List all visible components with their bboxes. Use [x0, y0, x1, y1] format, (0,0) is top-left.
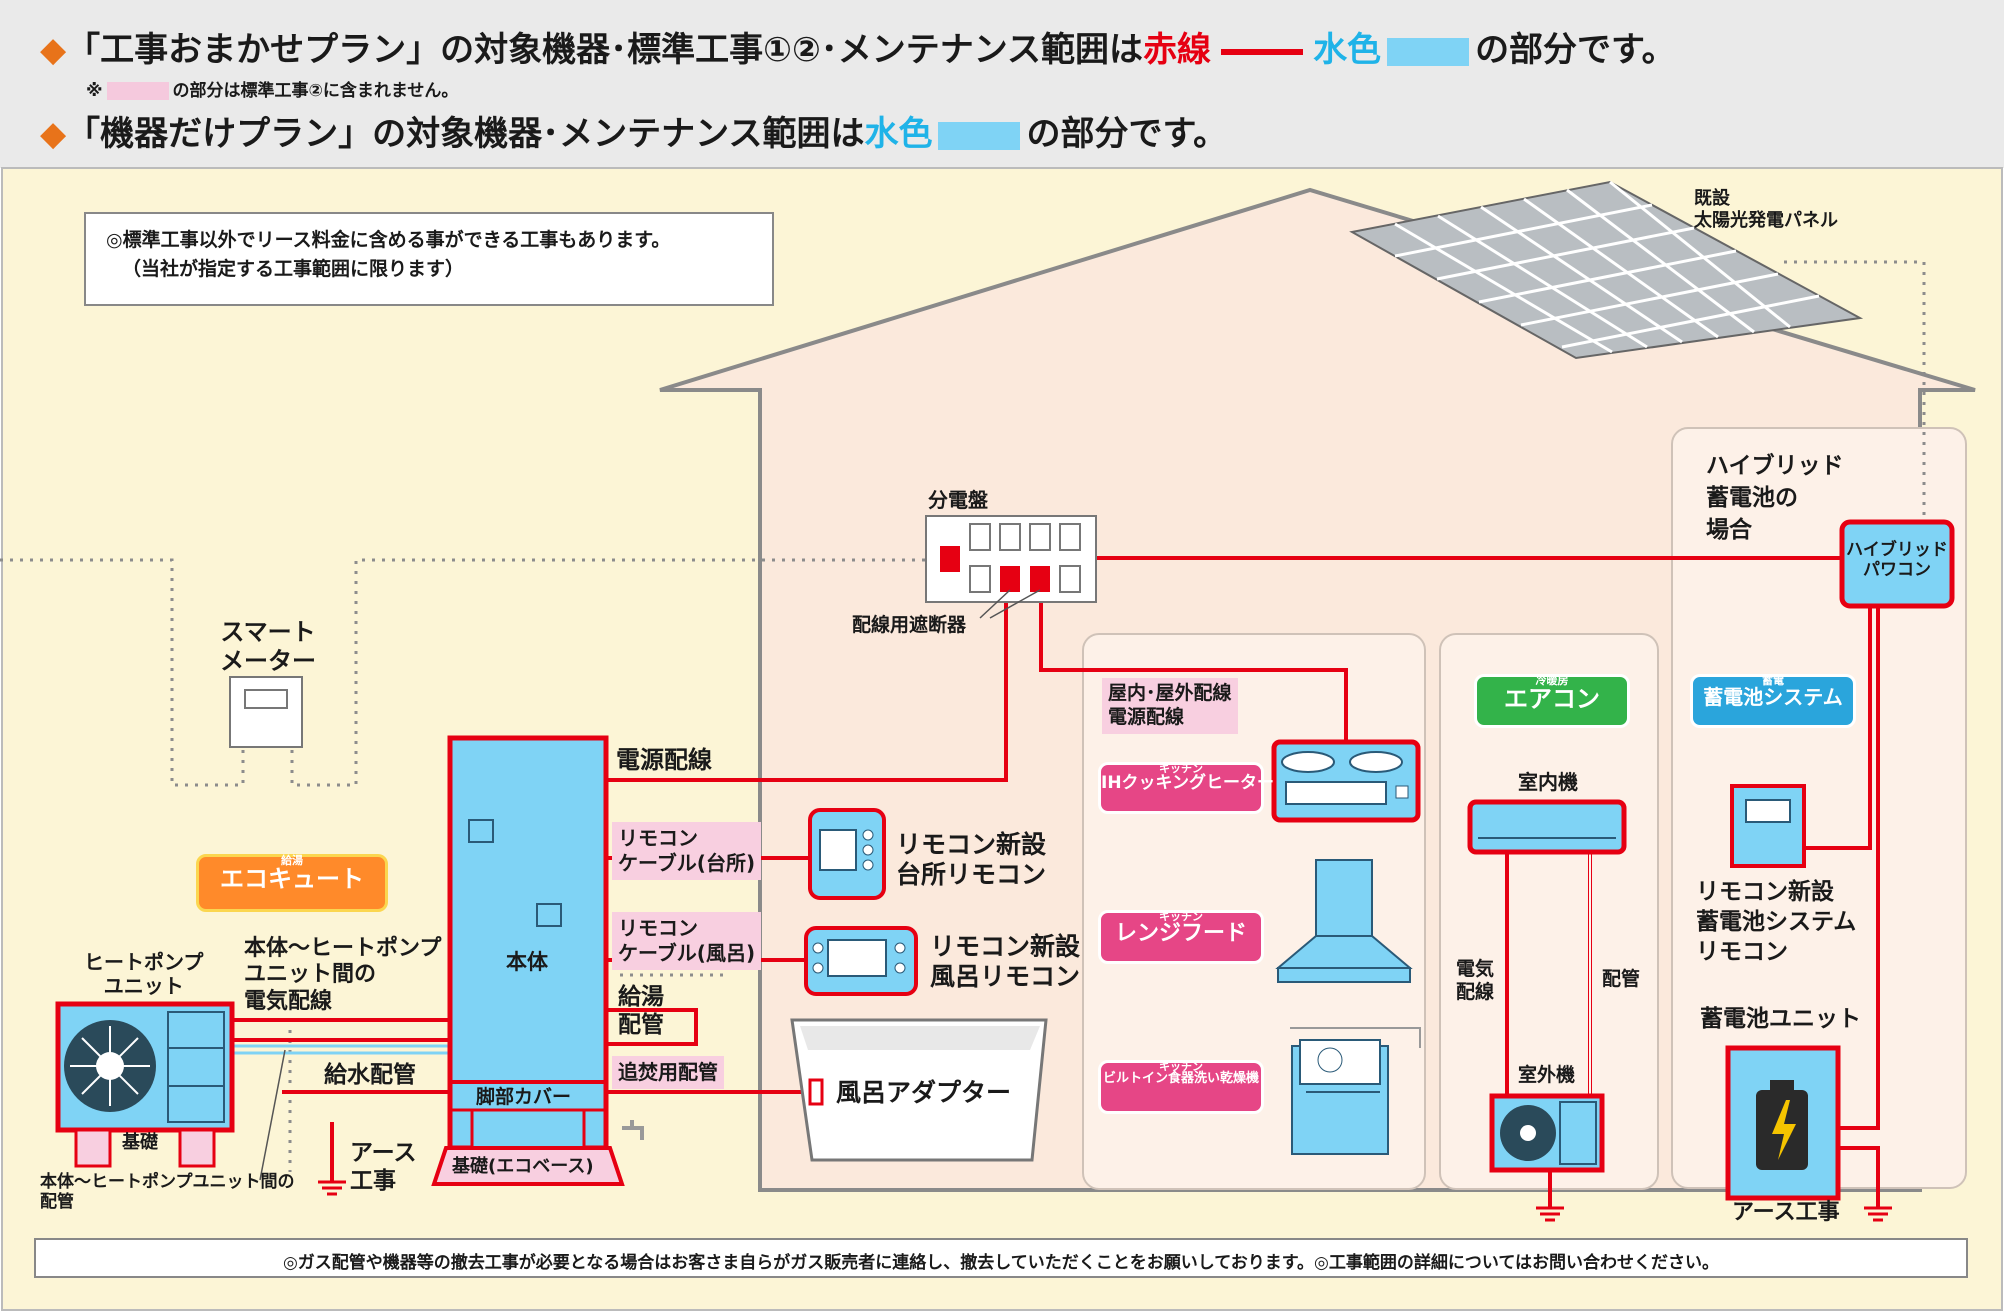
ecocute-body [431, 735, 644, 1186]
hybrid-pcs-box [1839, 519, 1955, 609]
dishwasher-badge: キッチンビルトイン食器洗い乾燥機 [1098, 1060, 1264, 1114]
indoor-outdoor-wiring-label: 屋内･屋外配線 電源配線 [1102, 678, 1238, 734]
reheat-pipe-label: 追焚用配管 [612, 1056, 724, 1089]
range-hood [1275, 859, 1413, 983]
outdoor-unit-label: 室外機 [1518, 1064, 1576, 1086]
badge-small-text: キッチン [1159, 1060, 1203, 1073]
earth-symbols [318, 1180, 1892, 1222]
dotted-lines [0, 260, 1926, 1172]
foot-cover-label: 脚部カバー [476, 1086, 572, 1108]
battery-unit-label: 蓄電池ユニット [1700, 1006, 1861, 1032]
water-supply-label: 給水配管 [324, 1062, 416, 1088]
cyan-swatch [938, 121, 1021, 150]
bottom-note-text: ◎ガス配管や機器等の撤去工事が必要となる場合はお客さま自らがガス販売者に連絡し、… [282, 1253, 1720, 1273]
header-line-1-end: の部分です。 [1475, 30, 1676, 70]
top-note-line-2: （当社が指定する工事範囲に限ります） [122, 257, 465, 280]
badge-text: ビルトイン食器洗い乾燥機 [1102, 1071, 1259, 1086]
red-line-swatch [1221, 48, 1304, 55]
dishwasher [1290, 1027, 1421, 1155]
panel-label: 分電盤 [928, 488, 988, 512]
badge-small-text: キッチン [1159, 762, 1203, 775]
note-mark: ※ [86, 81, 103, 101]
ac-outdoor-unit [1489, 1093, 1605, 1173]
kitchen-remocon [808, 808, 886, 900]
red-wiring [232, 556, 1880, 1208]
kitchen-remocon-label: リモコン新設 台所リモコン [896, 830, 1047, 889]
bath-cable-label: リモコン ケーブル(風呂) [612, 912, 762, 970]
distribution-board [925, 515, 1097, 603]
hybrid-pcs-label: ハイブリッド パワコン [1846, 540, 1948, 581]
header-line-1-text: の対象機器･標準工事①②･メンテナンス範囲は [440, 30, 1144, 70]
diamond-icon: ◆ [40, 30, 67, 70]
pink-swatch [106, 82, 169, 100]
indoor-unit-label: 室内機 [1518, 770, 1578, 794]
diamond-icon: ◆ [40, 114, 67, 154]
ih-heater [1271, 739, 1421, 823]
power-wiring-label: 電源配線 [616, 746, 712, 774]
cyan-swatch [1387, 37, 1470, 66]
badge-text: レンジフード [1114, 921, 1247, 946]
earth-work-right-label: アース工事 [1732, 1200, 1840, 1225]
ecocute-badge: 給湯エコキュート [196, 854, 388, 912]
bathtub [790, 1018, 1048, 1162]
header-note: ※ の部分は標準工事②に含まれません。 [86, 76, 458, 101]
badge-text: エアコン [1504, 685, 1600, 713]
battery-unit [1725, 1045, 1841, 1201]
hp-piping-label: 本体～ヒートポンプユニット間の 配管 [40, 1172, 295, 1213]
hood-badge: キッチンレンジフード [1098, 910, 1264, 964]
heat-pump-unit-label: ヒートポンプ ユニット [84, 950, 204, 998]
badge-text: 蓄電池システム [1703, 685, 1843, 709]
badge-text: エコキュート [220, 865, 364, 893]
ac-wiring-label: 電気 配線 [1456, 958, 1495, 1003]
battery-badge: 蓄電蓄電池システム [1690, 674, 1856, 728]
top-note-line-1: ◎標準工事以外でリース料金に含める事ができる工事もあります。 [106, 229, 671, 251]
hot-water-pipe-label: 給湯 配管 [618, 984, 664, 1038]
smart-meter-label: スマート メーター [220, 618, 316, 675]
header-note-text: の部分は標準工事②に含まれません。 [172, 81, 459, 101]
ac-indoor-unit [1467, 799, 1627, 855]
badge-text: IHクッキングヒーター [1101, 773, 1275, 793]
battery-remocon-label: リモコン新設 蓄電池システム リモコン [1696, 879, 1857, 965]
hp-pipe-leader [259, 1049, 286, 1181]
plan-name-omakase: 「工事おまかせプラン」 [66, 30, 441, 70]
earth-work-left-label: アース 工事 [350, 1140, 417, 1194]
cyan-label: 水色 [1313, 30, 1382, 70]
badge-small-text: 給湯 [281, 854, 303, 867]
badge-small-text: 蓄電 [1762, 674, 1784, 687]
header-line-2: ◆「機器だけプラン」の対象機器･メンテナンス範囲は水色 の部分です。 [40, 106, 1227, 155]
breaker-label: 配線用遮断器 [852, 614, 967, 636]
badge-small-text: キッチン [1159, 910, 1203, 923]
battery-remocon [1730, 784, 1806, 868]
hybrid-case-label: ハイブリッド 蓄電池の 場合 [1706, 453, 1844, 544]
solar-panel-label: 既設 太陽光発電パネル [1694, 188, 1838, 231]
hp-wiring-label: 本体～ヒートポンプ ユニット間の 電気配線 [244, 936, 442, 1014]
cyan-label: 水色 [864, 114, 933, 154]
base-eco-label: 基礎(エコベース) [452, 1156, 594, 1177]
bath-remocon [804, 926, 918, 996]
smart-meter [229, 676, 303, 748]
ac-piping-label: 配管 [1602, 968, 1641, 990]
hp-base-label: 基礎 [122, 1132, 158, 1153]
kitchen-cable-label: リモコン ケーブル(台所) [612, 822, 762, 880]
header-line-1: ◆「工事おまかせプラン」の対象機器･標準工事①②･メンテナンス範囲は赤線 水色 の部… [40, 22, 1676, 71]
header-line-2-text: の対象機器･メンテナンス範囲は [372, 114, 865, 154]
top-note-box: ◎標準工事以外でリース料金に含める事ができる工事もあります。 （当社が指定する工… [84, 212, 774, 306]
aircon-badge: 冷暖房エアコン [1474, 674, 1630, 728]
heat-pump-unit [55, 1001, 235, 1168]
bath-adapter-label: 風呂アダプター [836, 1078, 1012, 1107]
red-line-label: 赤線 [1143, 30, 1212, 70]
bath-remocon-label: リモコン新設 風呂リモコン [930, 932, 1081, 991]
plan-name-kiki: 「機器だけプラン」 [66, 114, 373, 154]
header-line-2-end: の部分です。 [1026, 114, 1228, 154]
solar-panel [1349, 180, 1864, 360]
bottom-note-box: ◎ガス配管や機器等の撤去工事が必要となる場合はお客さま自らがガス販売者に連絡し、… [34, 1238, 1968, 1278]
badge-small-text: 冷暖房 [1535, 674, 1569, 687]
main-body-label: 本体 [506, 950, 548, 974]
